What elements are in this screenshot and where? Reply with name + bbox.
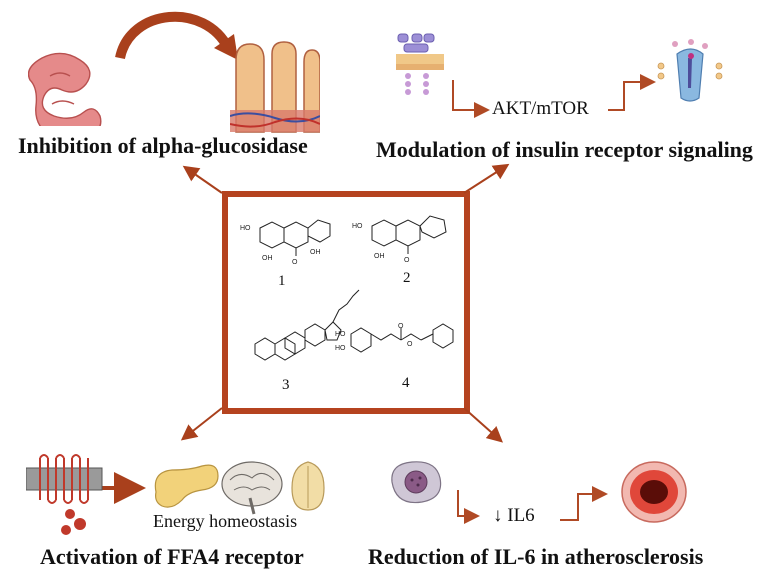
svg-text:O: O (404, 257, 410, 264)
svg-text:OH: OH (310, 249, 321, 256)
compound-1-structure: HO OH OH O (240, 219, 331, 266)
insulin-receptor-icon (396, 33, 444, 95)
akt-mtor-label: AKT/mTOR (492, 98, 589, 119)
il6-decrease-label: ↓ IL6 (493, 505, 535, 526)
energy-homeostasis-label: Energy homeostasis (153, 511, 298, 531)
svg-text:HO: HO (335, 345, 346, 352)
ffa4-receptor-icon (26, 454, 103, 535)
svg-text:HO: HO (240, 225, 251, 232)
blood-vessel-icon (621, 461, 687, 523)
compound-frame (222, 191, 470, 414)
compound-3-number: 3 (282, 377, 290, 393)
adipose-tissue-icon (291, 461, 325, 511)
svg-text:HO: HO (335, 331, 346, 338)
arrow-bottom-right (463, 407, 503, 443)
caption-ffa4-receptor: Activation of FFA4 receptor (40, 544, 304, 569)
compound-4-number: 4 (402, 375, 410, 391)
macrophage-cell-icon (391, 461, 442, 504)
svg-text:OH: OH (262, 255, 273, 262)
connector-akt-to-channel (608, 74, 656, 111)
caption-alpha-glucosidase: Inhibition of alpha-glucosidase (18, 133, 308, 158)
pancreas-icon (154, 464, 219, 508)
caption-il6-atherosclerosis: Reduction of IL-6 in atherosclerosis (368, 544, 704, 569)
compound-2-structure: HO OH O (352, 215, 447, 264)
connector-cell-to-il6 (457, 490, 480, 524)
compound-3-structure (254, 289, 360, 361)
compound-2-number: 2 (403, 270, 411, 286)
villi-icon (230, 41, 320, 133)
svg-text:O: O (407, 341, 413, 348)
svg-text:O: O (292, 259, 298, 266)
brain-icon (221, 461, 283, 515)
connector-il6-to-vessel (560, 486, 608, 521)
arrow-bottom-left (180, 407, 223, 441)
connector-receptor-to-akt (452, 80, 490, 118)
arrow-top-left (182, 165, 223, 194)
intestine-icon (28, 52, 102, 126)
svg-text:OH: OH (374, 253, 385, 260)
svg-text:O: O (398, 323, 404, 330)
arrow-top-right (463, 163, 510, 194)
svg-text:HO: HO (352, 223, 363, 230)
caption-insulin-receptor: Modulation of insulin receptor signaling (376, 137, 753, 162)
glucose-transporter-icon (657, 39, 723, 102)
compound-1-number: 1 (278, 273, 286, 289)
compound-4-structure: HO HO O O (335, 323, 454, 353)
curved-arrow-icon (115, 11, 238, 60)
